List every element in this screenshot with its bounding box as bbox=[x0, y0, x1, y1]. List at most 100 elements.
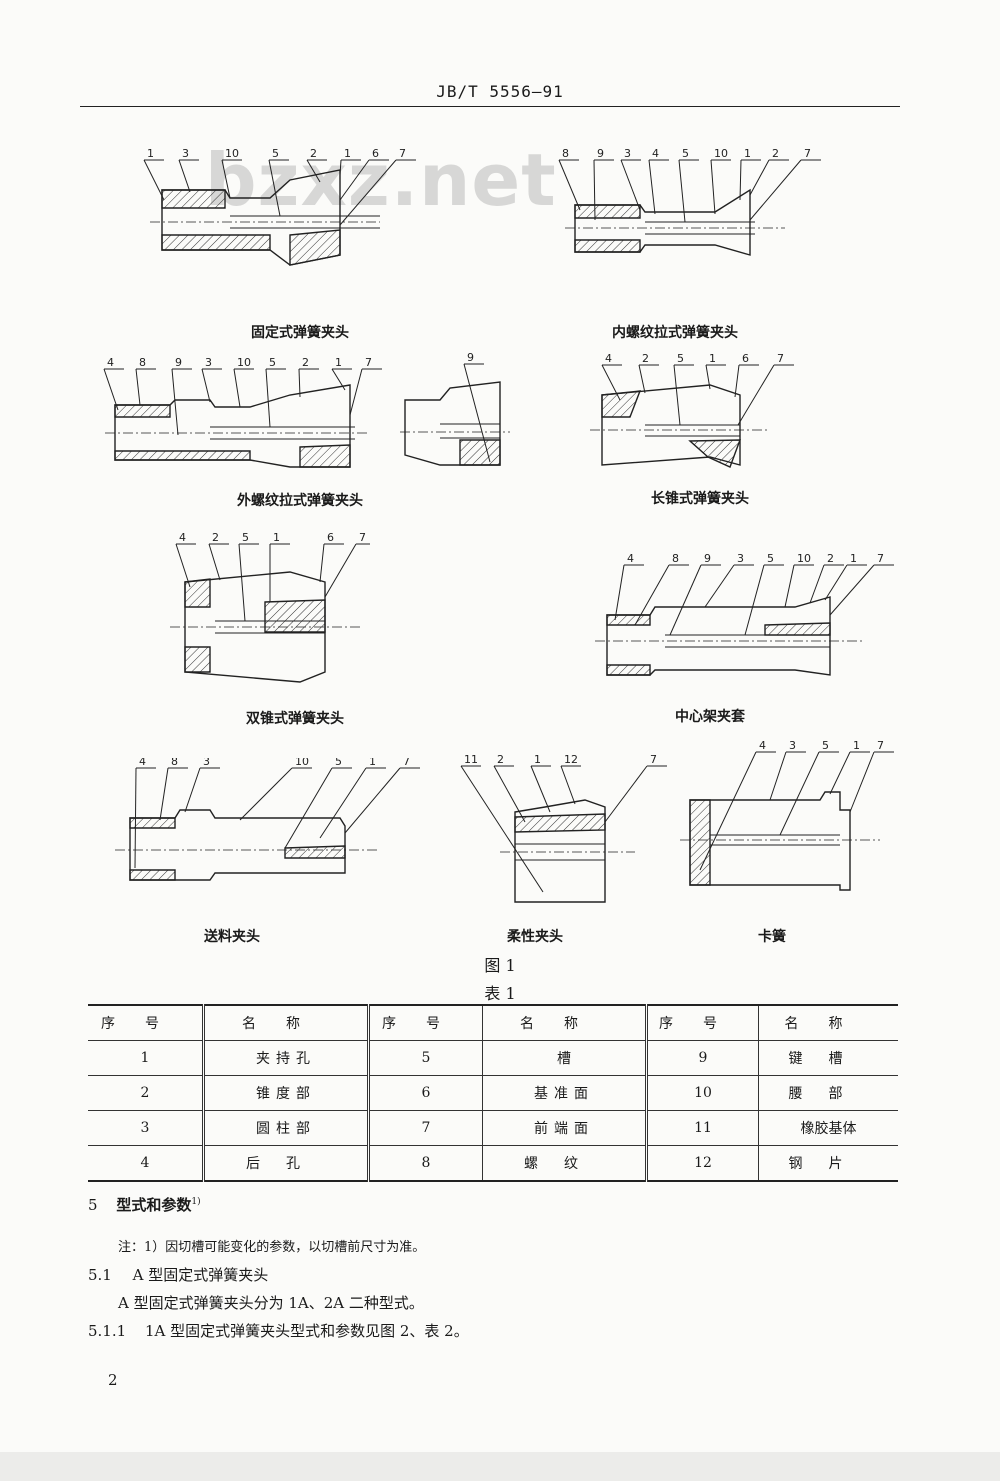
leader-line bbox=[349, 368, 363, 416]
section-5-1-1-heading: 5.1.1 1A 型固定式弹簧夹头型式和参数见图 2、表 2。 bbox=[88, 1320, 469, 1341]
hatched-wall bbox=[264, 599, 326, 633]
figure-label: 图 1 bbox=[484, 956, 516, 975]
table-row: 1 夹持孔 5 槽 9 键槽 bbox=[88, 1040, 898, 1076]
callout-label: 5 bbox=[767, 552, 774, 565]
cell-no: 4 bbox=[88, 1145, 204, 1182]
leader-line bbox=[710, 159, 716, 215]
leader-line bbox=[749, 159, 770, 196]
callout-label: 2 bbox=[302, 356, 309, 369]
callout-label: 7 bbox=[804, 147, 811, 160]
callout-label: 3 bbox=[203, 758, 210, 768]
leader-line bbox=[339, 159, 342, 176]
callout-label: 10 bbox=[237, 356, 251, 369]
leader-line bbox=[134, 767, 137, 869]
hatched-wall bbox=[574, 204, 641, 219]
callout-label: 4 bbox=[652, 147, 659, 160]
page-bottom-edge bbox=[0, 1452, 1000, 1481]
hatched-wall bbox=[289, 229, 341, 266]
cell-no: 12 bbox=[645, 1145, 759, 1182]
hatched-wall bbox=[129, 869, 176, 881]
table-row: 2 锥度部 6 基准面 10 腰部 bbox=[88, 1075, 898, 1111]
callout-label: 3 bbox=[624, 147, 631, 160]
cell-no: 8 bbox=[367, 1145, 483, 1182]
header-rule bbox=[80, 106, 900, 107]
caption-long-taper-collet: 长锥式弹簧夹头 bbox=[651, 491, 749, 507]
callout-label: 5 bbox=[335, 758, 342, 768]
section-5-1-heading: 5.1 A 型固定式弹簧夹头 bbox=[88, 1264, 268, 1285]
callout-label: 4 bbox=[605, 352, 612, 365]
hatched-wall bbox=[601, 390, 642, 418]
leader-line bbox=[159, 767, 169, 821]
callout-label: 1 bbox=[147, 147, 154, 160]
section-5-1-body: A 型固定式弹簧夹头分为 1A、2A 二种型式。 bbox=[118, 1294, 424, 1312]
hatched-wall bbox=[129, 817, 176, 829]
leader-line bbox=[319, 767, 367, 839]
col-header-no-3: 序号 bbox=[645, 1005, 759, 1041]
callout-label: 10 bbox=[295, 758, 309, 768]
leader-line bbox=[344, 767, 401, 834]
hatched-wall bbox=[514, 813, 606, 833]
callout-label: 9 bbox=[597, 147, 604, 160]
hatched-wall bbox=[459, 439, 501, 466]
leader-line bbox=[460, 765, 544, 893]
col-header-name-3: 名称 bbox=[758, 1005, 898, 1041]
callout-label: 7 bbox=[877, 552, 884, 565]
leader-line bbox=[171, 368, 179, 436]
leader-line bbox=[239, 767, 293, 821]
callout-label: 5 bbox=[822, 740, 829, 752]
caption-flexible-collet: 柔性夹头 bbox=[507, 929, 563, 945]
leader-line bbox=[175, 543, 191, 588]
leader-line bbox=[558, 159, 581, 211]
cell-name: 腰部 bbox=[758, 1075, 898, 1111]
table-label: 表 1 bbox=[484, 984, 516, 1003]
hatched-wall bbox=[606, 664, 651, 676]
leader-line bbox=[178, 159, 191, 193]
leader-line bbox=[208, 543, 221, 581]
section-outline bbox=[601, 384, 741, 466]
callout-label: 2 bbox=[642, 352, 649, 365]
callout-label: 1 bbox=[344, 147, 351, 160]
hatched-wall bbox=[161, 234, 271, 251]
leader-line bbox=[530, 765, 551, 813]
cell-name: 键槽 bbox=[758, 1040, 898, 1076]
leader-line bbox=[769, 751, 787, 801]
callout-label: 2 bbox=[212, 532, 219, 544]
callout-label: 7 bbox=[399, 147, 406, 160]
section-5-1-title: A 型固定式弹簧夹头 bbox=[132, 1266, 269, 1284]
leader-line bbox=[829, 564, 875, 616]
hatched-wall bbox=[114, 404, 171, 418]
leader-line bbox=[319, 543, 325, 583]
callout-label: 6 bbox=[742, 352, 749, 365]
leader-line bbox=[103, 368, 119, 411]
callout-label: 10 bbox=[225, 147, 239, 160]
callout-label: 5 bbox=[242, 532, 249, 544]
leader-line bbox=[678, 159, 686, 223]
leader-line bbox=[463, 363, 491, 463]
callout-label: 7 bbox=[359, 532, 366, 544]
callout-label: 1 bbox=[853, 740, 860, 752]
section-5-heading: 5 型式和参数1) bbox=[88, 1194, 201, 1215]
leader-line bbox=[648, 159, 656, 215]
page-header: JB/T 5556—91 bbox=[436, 82, 564, 101]
section-5-1-1-body: 1A 型固定式弹簧夹头型式和参数见图 2、表 2。 bbox=[144, 1322, 469, 1340]
leader-line bbox=[135, 368, 141, 406]
callout-label: 10 bbox=[714, 147, 728, 160]
leader-line bbox=[824, 564, 848, 601]
callout-label: 2 bbox=[772, 147, 779, 160]
cell-no: 10 bbox=[645, 1075, 759, 1111]
callout-label: 1 bbox=[534, 753, 541, 766]
leader-line bbox=[734, 364, 740, 398]
cell-name: 螺纹 bbox=[482, 1145, 647, 1182]
leader-line bbox=[604, 765, 648, 823]
callout-label: 8 bbox=[672, 552, 679, 565]
cell-name: 圆柱部 bbox=[202, 1110, 369, 1146]
leader-line bbox=[265, 368, 271, 428]
leader-line bbox=[620, 159, 641, 211]
leader-line bbox=[705, 364, 711, 390]
callout-label: 4 bbox=[179, 532, 186, 544]
callout-label: 1 bbox=[850, 552, 857, 565]
